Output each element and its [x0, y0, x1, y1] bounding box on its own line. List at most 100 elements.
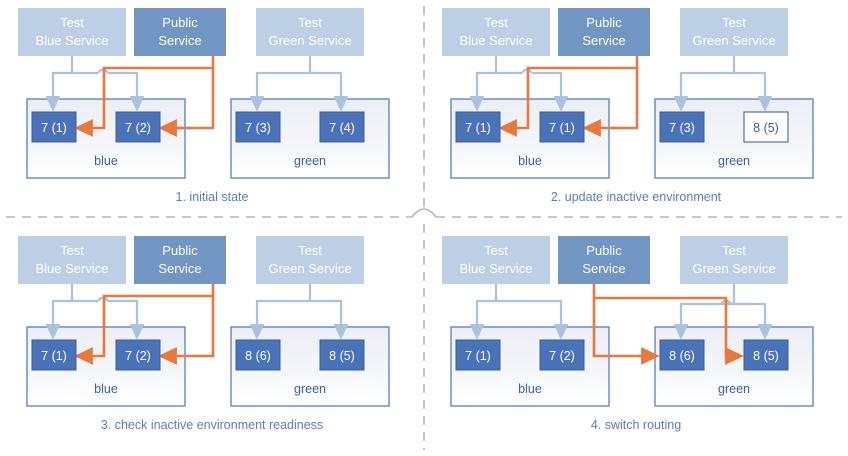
connector-test-blue	[45, 56, 145, 112]
service-test-blue-label-line1: Test	[484, 15, 508, 30]
panel-2-caption: 2. update inactive environment	[550, 190, 722, 204]
service-public-label-line2: Service	[158, 261, 201, 276]
service-public-label-line1: Public	[586, 243, 622, 258]
connector-public-routing	[498, 56, 639, 137]
service-test-blue-box[interactable]	[18, 236, 126, 284]
env-blue-label: blue	[94, 154, 118, 168]
panel-4-caption: 4. switch routing	[590, 418, 682, 432]
env-blue-label: blue	[518, 154, 542, 168]
service-public-label-line1: Public	[586, 15, 622, 30]
service-public-box[interactable]	[134, 8, 226, 56]
service-test-green-box[interactable]	[680, 236, 788, 284]
env-blue-label: blue	[94, 382, 118, 396]
panel-dividers	[6, 6, 842, 450]
version-label: 7 (1)	[465, 349, 491, 363]
version-label-pending: 8 (5)	[753, 121, 779, 135]
version-label: 7 (4)	[329, 121, 355, 135]
env-green-label: green	[294, 154, 326, 168]
version-box	[539, 339, 585, 371]
version-label: 7 (1)	[549, 121, 575, 135]
version-label: 7 (2)	[125, 121, 151, 135]
service-test-blue-label-line2: Blue Service	[460, 261, 533, 276]
service-test-blue-label-line2: Blue Service	[460, 33, 533, 48]
version-box	[455, 111, 501, 143]
version-box-pending	[743, 111, 789, 143]
service-test-green-label-line1: Test	[298, 243, 322, 258]
connector-test-blue	[469, 284, 569, 340]
panel-3-caption: 3. check inactive environment readiness	[100, 418, 324, 432]
env-green-label: green	[718, 154, 750, 168]
connector-test-blue	[469, 56, 569, 112]
panel-4-text: Test Blue Service Public Service Test Gr…	[460, 243, 779, 396]
version-box	[115, 339, 161, 371]
version-label: 7 (3)	[669, 121, 695, 135]
service-public-label-line2: Service	[158, 33, 201, 48]
service-test-green-label-line2: Green Service	[268, 261, 351, 276]
connector-test-blue	[45, 284, 145, 340]
service-test-blue-box[interactable]	[442, 8, 550, 56]
version-label: 7 (2)	[549, 349, 575, 363]
version-label: 8 (5)	[329, 349, 355, 363]
version-box	[455, 339, 501, 371]
panel-2-graphics	[442, 8, 814, 179]
panel-3-graphics	[18, 236, 390, 407]
service-public-box[interactable]	[134, 236, 226, 284]
version-box	[319, 111, 365, 143]
env-green-label: green	[294, 382, 326, 396]
service-test-green-label-line1: Test	[722, 243, 746, 258]
service-test-green-box[interactable]	[256, 8, 364, 56]
service-test-green-box[interactable]	[680, 8, 788, 56]
panel-1-graphics	[18, 8, 390, 179]
panel-1-text: Test Blue Service Public Service Test Gr…	[36, 15, 355, 168]
panel-4-graphics	[442, 236, 814, 407]
service-test-blue-box[interactable]	[442, 236, 550, 284]
env-green-label: green	[718, 382, 750, 396]
service-test-green-label-line2: Green Service	[268, 33, 351, 48]
service-public-label-line1: Public	[162, 15, 198, 30]
version-label: 7 (2)	[125, 349, 151, 363]
connector-test-green	[673, 284, 773, 340]
connector-test-green	[673, 56, 773, 112]
service-public-label-line2: Service	[582, 261, 625, 276]
version-box	[659, 339, 705, 371]
version-box	[235, 339, 281, 371]
version-box	[743, 339, 789, 371]
version-box	[31, 111, 77, 143]
service-test-blue-box[interactable]	[18, 8, 126, 56]
version-box	[539, 111, 585, 143]
service-public-label-line2: Service	[582, 33, 625, 48]
connector-test-green	[249, 284, 349, 340]
version-label: 7 (1)	[41, 349, 67, 363]
version-label: 7 (1)	[41, 121, 67, 135]
version-box	[659, 111, 705, 143]
service-test-blue-label-line1: Test	[60, 15, 84, 30]
service-public-label-line1: Public	[162, 243, 198, 258]
service-test-green-label-line2: Green Service	[692, 261, 775, 276]
connector-test-green	[249, 56, 349, 112]
service-test-blue-label-line2: Blue Service	[36, 33, 109, 48]
version-box	[31, 339, 77, 371]
version-label: 8 (6)	[669, 349, 695, 363]
version-label: 7 (1)	[465, 121, 491, 135]
service-test-blue-label-line2: Blue Service	[36, 261, 109, 276]
panel-2-text: Test Blue Service Public Service Test Gr…	[460, 15, 779, 168]
service-test-green-label-line1: Test	[722, 15, 746, 30]
service-public-box[interactable]	[558, 8, 650, 56]
service-test-green-label-line2: Green Service	[692, 33, 775, 48]
version-box	[235, 111, 281, 143]
connector-public-routing	[592, 284, 744, 365]
panel-1-caption: 1. initial state	[175, 190, 249, 204]
env-blue-label: blue	[518, 382, 542, 396]
connector-public-routing	[74, 284, 215, 365]
version-box	[319, 339, 365, 371]
service-test-blue-label-line1: Test	[484, 243, 508, 258]
version-label: 8 (5)	[753, 349, 779, 363]
version-label: 7 (3)	[245, 121, 271, 135]
service-test-green-label-line1: Test	[298, 15, 322, 30]
service-test-green-box[interactable]	[256, 236, 364, 284]
version-label: 8 (6)	[245, 349, 271, 363]
service-public-box[interactable]	[558, 236, 650, 284]
connector-public-routing	[74, 56, 215, 137]
